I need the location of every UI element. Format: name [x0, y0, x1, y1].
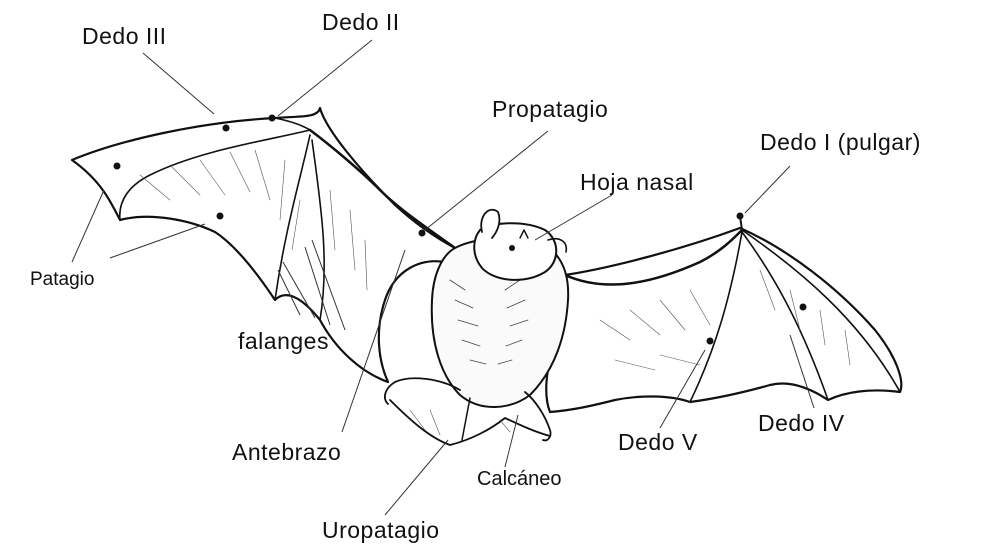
label-dedo-ii: Dedo II: [322, 11, 400, 34]
label-hoja-nasal: Hoja nasal: [580, 171, 694, 194]
right-forearm-bone: [565, 230, 742, 285]
right-digit-v: [690, 232, 742, 402]
label-patagio: Patagio: [30, 270, 94, 289]
left-forearm-bone: [310, 130, 455, 248]
right-digit-iv: [742, 232, 828, 400]
bat-eye: [509, 245, 515, 251]
tail: [462, 398, 470, 440]
left-digit-iii: [120, 130, 310, 220]
label-propatagio: Propatagio: [492, 98, 608, 121]
label-dedo-iv: Dedo IV: [758, 412, 845, 435]
uropatagium: [390, 400, 550, 445]
right-digit-iii: [742, 230, 900, 392]
label-dedo-iii: Dedo III: [82, 25, 167, 48]
label-antebrazo: Antebrazo: [232, 441, 341, 464]
left-digit-ii: [275, 118, 310, 130]
label-dedo-i-pulgar: Dedo I (pulgar): [760, 131, 921, 154]
label-dedo-v: Dedo V: [618, 431, 698, 454]
label-calcaneo: Calcáneo: [477, 469, 562, 489]
left-digit-v: [312, 140, 324, 320]
label-falanges: falanges: [238, 330, 329, 353]
label-uropatagio: Uropatagio: [322, 519, 440, 542]
